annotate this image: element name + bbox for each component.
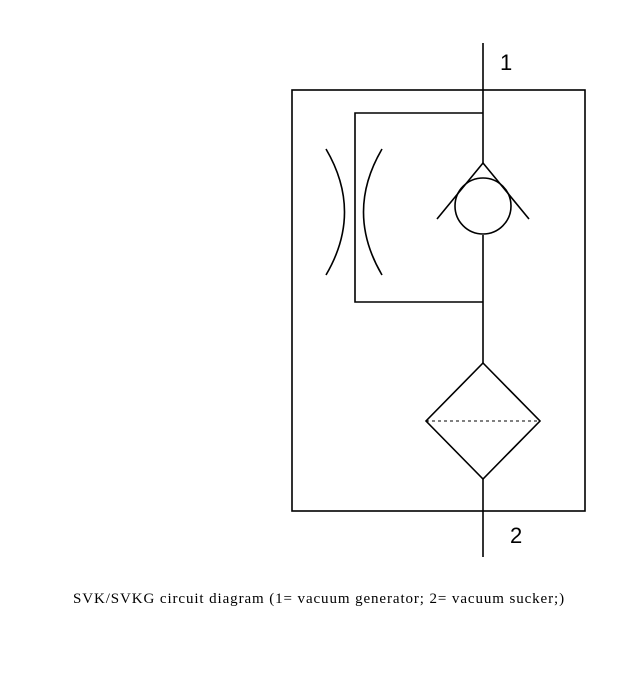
port-1-label: 1 [500,50,512,75]
port-2-label: 2 [510,523,522,548]
circuit-diagram: 1 2 [291,43,586,557]
housing-box [291,89,586,512]
diagram-caption: SVK/SVKG circuit diagram (1= vacuum gene… [73,591,565,607]
filter-symbol [424,361,542,481]
throttle-symbol [325,148,383,276]
bypass-loop [354,112,483,303]
check-valve-symbol [436,161,530,235]
